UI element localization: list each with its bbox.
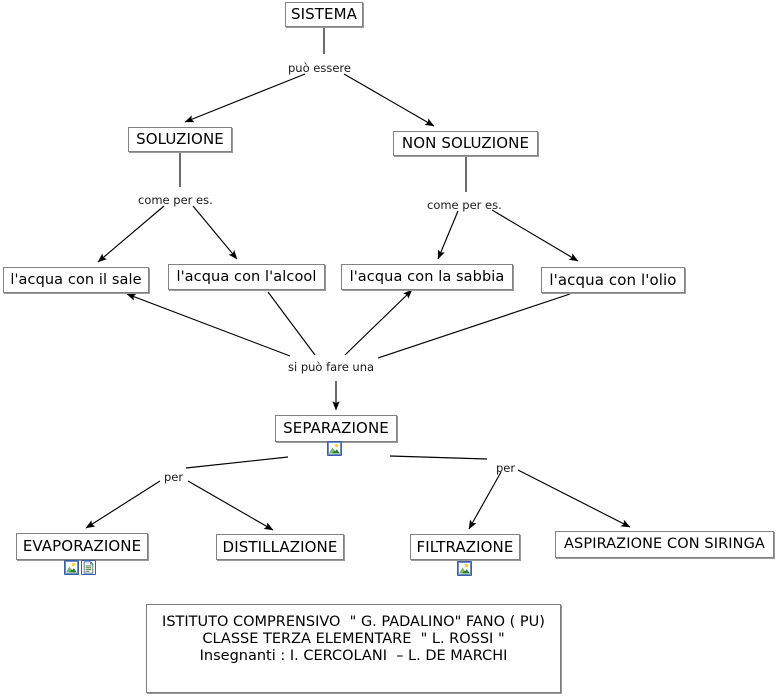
edge-come-per-es-2-to-olio: [491, 209, 579, 262]
link-label-per-2[interactable]: per: [496, 461, 516, 475]
resource-icons-separazione: [327, 441, 342, 456]
concept-node-sale[interactable]: l'acqua con il sale: [3, 267, 149, 293]
resource-icons-evaporazione: [64, 560, 96, 575]
picture-icon[interactable]: [457, 561, 472, 576]
edge-olio-to-si-puo-fare-una: [377, 293, 571, 359]
edge-separazione-to-per-1: [185, 456, 289, 469]
caption-line-2: CLASSE TERZA ELEMENTARE " L. ROSSI ": [202, 631, 505, 647]
footer-caption-box: ISTITUTO COMPRENSIVO " G. PADALINO" FANO…: [146, 604, 561, 693]
link-label-per-1[interactable]: per: [164, 470, 184, 484]
concept-node-alcool[interactable]: l'acqua con l'alcool: [168, 264, 325, 290]
edge-sabbia-to-si-puo-fare-una: [344, 289, 413, 356]
edge-separazione-to-per-2: [389, 455, 488, 460]
concept-node-distillazione[interactable]: DISTILLAZIONE: [216, 534, 344, 560]
edge-per-1-to-distillazione: [187, 480, 274, 531]
edge-come-per-es-1-to-alcool: [192, 205, 238, 260]
caption-line-3: Insegnanti : I. CERCOLANI – L. DE MARCHI: [199, 648, 508, 664]
concept-node-separazione[interactable]: SEPARAZIONE: [275, 415, 397, 442]
edge-sale-to-si-puo-fare-una: [126, 293, 291, 357]
concept-node-sistema[interactable]: SISTEMA: [285, 2, 363, 27]
concept-node-sabbia[interactable]: l'acqua con la sabbia: [341, 264, 513, 290]
concept-node-nonsoluzione[interactable]: NON SOLUZIONE: [393, 131, 538, 156]
edge-per-2-to-aspirazione: [517, 469, 631, 528]
concept-node-evaporazione[interactable]: EVAPORAZIONE: [16, 533, 148, 560]
link-label-come-per-es-1[interactable]: come per es.: [138, 193, 213, 207]
picture-icon[interactable]: [327, 441, 342, 456]
resource-icons-filtrazione: [457, 561, 472, 576]
edge-come-per-es-1-to-sale: [97, 205, 165, 263]
picture-icon[interactable]: [64, 560, 79, 575]
edge-alcool-to-si-puo-fare-una: [267, 291, 316, 356]
concept-node-olio[interactable]: l'acqua con l'olio: [541, 267, 685, 293]
edge-per-1-to-evaporazione: [85, 480, 161, 529]
document-icon[interactable]: [81, 560, 96, 575]
edge-puo-essere-to-soluzione: [184, 73, 306, 123]
edge-puo-essere-to-nonsoluzione: [343, 73, 435, 127]
concept-node-aspirazione[interactable]: ASPIRAZIONE CON SIRINGA: [555, 531, 774, 558]
concept-node-filtrazione[interactable]: FILTRAZIONE: [410, 534, 520, 560]
edge-come-per-es-2-to-sabbia: [437, 210, 459, 260]
edge-per-2-to-filtrazione: [468, 471, 502, 530]
concept-node-soluzione[interactable]: SOLUZIONE: [128, 127, 232, 152]
caption-line-1: ISTITUTO COMPRENSIVO " G. PADALINO" FANO…: [162, 614, 545, 630]
link-label-si-puo-fare-una[interactable]: si può fare una: [288, 360, 375, 374]
link-label-come-per-es-2[interactable]: come per es.: [427, 198, 502, 212]
link-label-puo-essere[interactable]: può essere: [288, 61, 351, 75]
